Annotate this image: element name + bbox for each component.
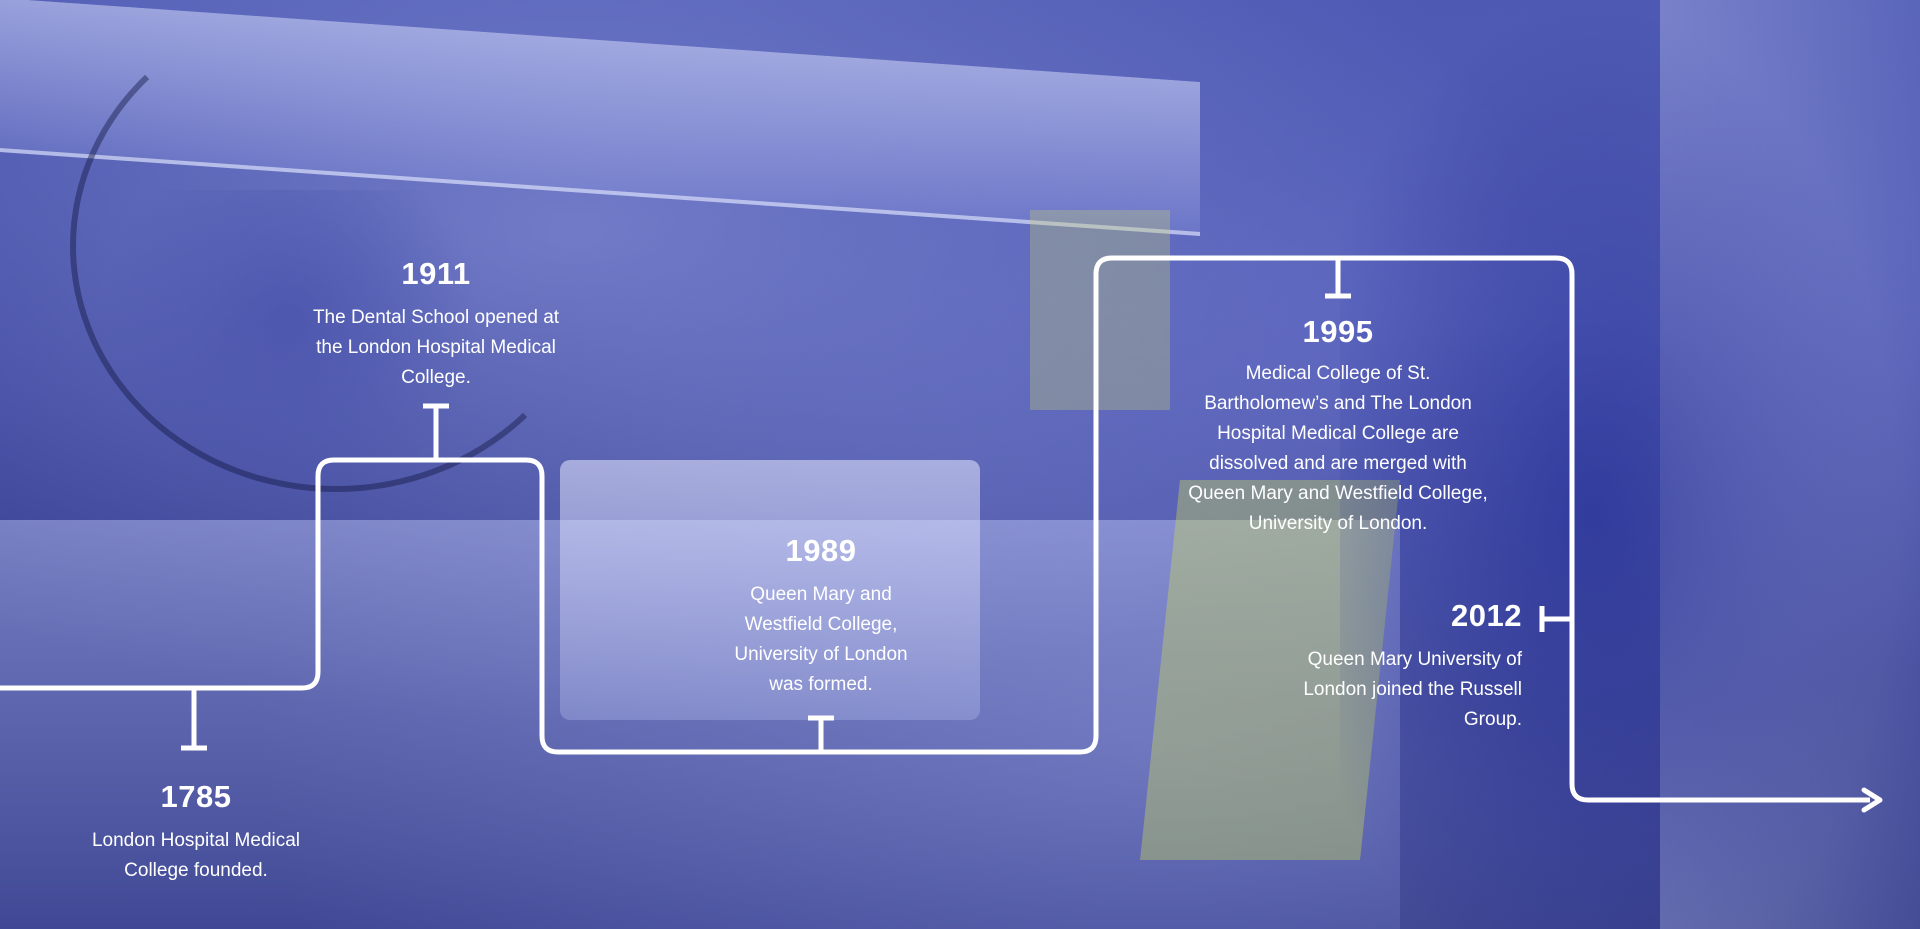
tick-1785 <box>181 688 207 751</box>
tick-1911 <box>423 403 449 460</box>
entry-description: The Dental School opened at the London H… <box>312 307 560 388</box>
entry-description: London Hospital Medical College founded. <box>91 830 301 881</box>
entry-year: 2012 <box>1451 598 1522 633</box>
entry-year: 1995 <box>1302 314 1374 349</box>
tick-2012 <box>1539 606 1572 632</box>
timeline-entry-2012: 2012 Queen Mary University of London joi… <box>1222 597 1522 735</box>
entry-year: 1989 <box>785 533 857 568</box>
timeline-entry-1989: 1989 Queen Mary and Westfield College, U… <box>671 532 971 700</box>
timeline-arrow-icon <box>1861 787 1883 813</box>
entry-description: Queen Mary University of London joined t… <box>1303 649 1522 730</box>
tick-1995 <box>1325 258 1351 299</box>
tick-1989 <box>808 715 834 752</box>
entry-year: 1911 <box>401 256 471 291</box>
timeline-entry-1995: 1995 Medical College of St. Bartholomew’… <box>1188 313 1488 539</box>
timeline-entry-1911: 1911 The Dental School opened at the Lon… <box>286 255 586 393</box>
entry-year: 1785 <box>160 779 232 814</box>
timeline-line <box>0 255 1870 803</box>
entry-description: Medical College of St. Bartholomew’s and… <box>1188 363 1488 534</box>
timeline-entry-1785: 1785 London Hospital Medical College fou… <box>46 778 346 886</box>
entry-description: Queen Mary and Westfield College, Univer… <box>734 584 908 695</box>
